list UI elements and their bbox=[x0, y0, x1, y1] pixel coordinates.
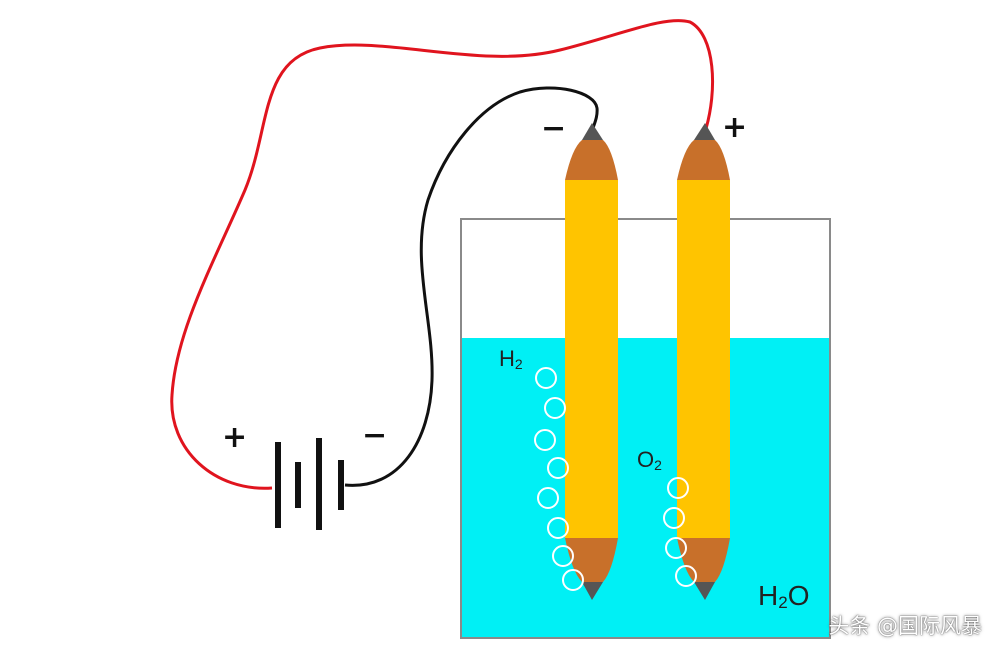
water bbox=[461, 338, 830, 638]
gas-bubble bbox=[675, 565, 697, 587]
pencil-bottom-lead bbox=[694, 582, 715, 600]
pencil-bottom-tip bbox=[677, 538, 730, 582]
gas-bubble bbox=[663, 507, 685, 529]
pencil-body bbox=[677, 180, 730, 538]
gas-bubble bbox=[552, 545, 574, 567]
gas-bubble bbox=[665, 537, 687, 559]
battery-minus-sign: − bbox=[362, 418, 387, 453]
gas-bubble bbox=[547, 517, 569, 539]
gas-bubble bbox=[562, 569, 584, 591]
cathode-pencil bbox=[565, 123, 618, 600]
pencil-bottom-lead bbox=[582, 582, 603, 600]
positive-wire bbox=[170, 19, 714, 490]
water-label: H2O bbox=[758, 580, 809, 612]
pencil-top-lead bbox=[582, 123, 603, 140]
pencil-top-lead bbox=[694, 123, 715, 140]
pencil-top-tip bbox=[677, 140, 730, 180]
gas-bubble bbox=[667, 477, 689, 499]
anode-pencil bbox=[677, 123, 730, 600]
oxygen-label: O2 bbox=[637, 447, 662, 473]
oxygen-bubbles bbox=[663, 477, 697, 587]
hydrogen-bubbles bbox=[534, 367, 584, 591]
battery-plus-sign: + bbox=[222, 420, 247, 455]
beaker bbox=[460, 218, 831, 639]
cathode-minus-sign: − bbox=[541, 111, 566, 146]
watermark: 头条 @国际风暴 bbox=[828, 614, 982, 638]
negative-wire bbox=[344, 86, 599, 487]
hydrogen-label: H2 bbox=[499, 346, 523, 372]
gas-bubble bbox=[547, 457, 569, 479]
battery bbox=[275, 438, 344, 530]
gas-bubble bbox=[535, 367, 557, 389]
anode-plus-sign: + bbox=[722, 110, 747, 145]
gas-bubble bbox=[544, 397, 566, 419]
gas-bubble bbox=[534, 429, 556, 451]
gas-bubble bbox=[537, 487, 559, 509]
pencil-top-tip bbox=[565, 140, 618, 180]
pencil-body bbox=[565, 180, 618, 538]
